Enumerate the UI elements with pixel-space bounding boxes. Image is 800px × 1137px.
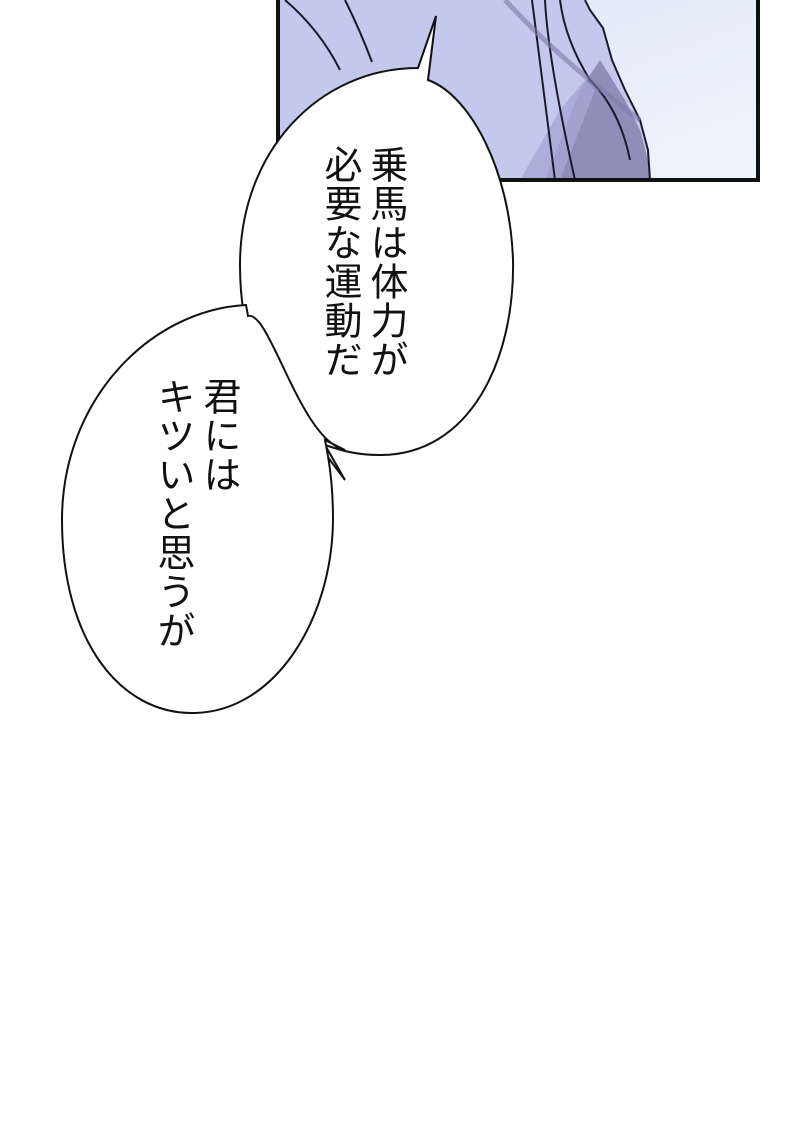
bubble-1-line-1: 乗馬は体力が	[364, 145, 408, 379]
bubble-1-line-2: 必要な運動だ	[318, 145, 362, 379]
bubble-2-line-2: キツいと思うが	[151, 377, 195, 650]
speech-bubble-1-text: 乗馬は体力が 必要な運動だ	[317, 145, 409, 379]
speech-bubble-2-text: 君には キツいと思うが	[150, 377, 242, 650]
bubble-2-line-1: 君には	[197, 377, 241, 494]
speech-bubble-1	[238, 15, 515, 481]
speech-bubble-2	[60, 303, 346, 715]
